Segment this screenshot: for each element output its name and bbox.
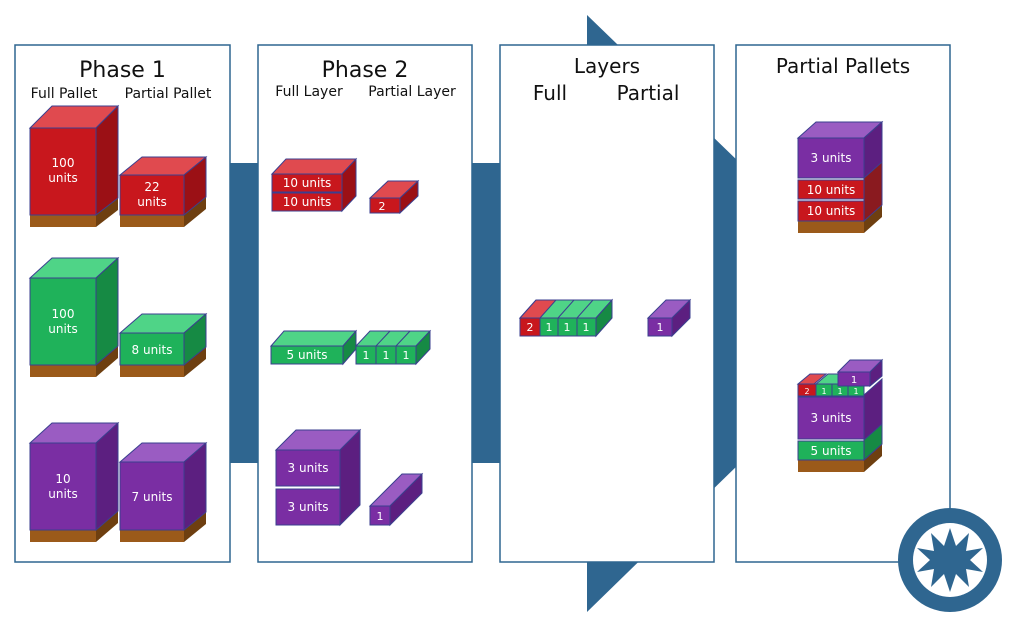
red-partial-layer bbox=[368, 179, 420, 215]
p2-red-layer-1: 10 units bbox=[283, 176, 332, 190]
pp2-top-green-2: 1 bbox=[837, 387, 842, 396]
p2-green-layer: 5 units bbox=[287, 348, 328, 362]
layers-partial-label: Partial bbox=[616, 81, 680, 105]
purple-full-pallet bbox=[28, 421, 120, 542]
phase2-title: Phase 2 bbox=[321, 58, 409, 83]
p2-purple-layer-2: 3 units bbox=[288, 500, 329, 514]
pp1-purple: 3 units bbox=[811, 151, 852, 165]
purple-full-layers bbox=[274, 428, 362, 527]
phase1-full-label: Full Pallet bbox=[30, 86, 98, 102]
pp2-purple: 3 units bbox=[811, 411, 852, 425]
p2-purple-partial: 1 bbox=[377, 510, 384, 523]
green-partial-label: 8 units bbox=[132, 343, 173, 357]
partial-pallet-stack-1 bbox=[796, 120, 884, 233]
green-partial-layer bbox=[354, 329, 432, 366]
pp2-green: 5 units bbox=[811, 444, 852, 458]
layers-full-label: Full bbox=[532, 81, 568, 105]
star-compass-icon bbox=[898, 508, 1002, 612]
p2-green-partial-1: 1 bbox=[363, 349, 370, 362]
layers-title: Layers bbox=[573, 54, 641, 78]
layers-full-row bbox=[518, 298, 614, 338]
p2-green-partial-3: 1 bbox=[403, 349, 410, 362]
purple-full-label-line2: units bbox=[48, 487, 78, 501]
phase2-partial-label: Partial Layer bbox=[368, 84, 456, 100]
green-partial-pallet bbox=[118, 312, 208, 377]
red-full-label-line1: 100 bbox=[52, 156, 75, 170]
purple-partial-label: 7 units bbox=[132, 490, 173, 504]
p2-red-layer-2: 10 units bbox=[283, 195, 332, 209]
layers-partial-cell-label: 1 bbox=[657, 321, 664, 334]
red-full-pallet bbox=[28, 104, 120, 227]
red-partial-pallet bbox=[118, 155, 208, 227]
green-full-label-line1: 100 bbox=[52, 307, 75, 321]
green-full-pallet bbox=[28, 256, 120, 377]
layers-cell-4: 1 bbox=[583, 321, 590, 334]
p2-purple-layer-1: 3 units bbox=[288, 461, 329, 475]
phase1-title: Phase 1 bbox=[79, 58, 166, 83]
purple-full-label-line1: 10 bbox=[55, 472, 70, 486]
pp1-red-1: 10 units bbox=[807, 183, 856, 197]
pp2-top-green-3: 1 bbox=[853, 387, 858, 396]
partial-pallets-title: Partial Pallets bbox=[775, 54, 911, 78]
pp2-top-green-1: 1 bbox=[821, 387, 826, 396]
green-full-label-line2: units bbox=[48, 322, 78, 336]
red-full-layers bbox=[270, 157, 358, 213]
p2-green-partial-2: 1 bbox=[383, 349, 390, 362]
box-labels: 100 units 22 units 100 units 8 units 10 … bbox=[48, 151, 858, 523]
purple-partial-layer bbox=[368, 472, 424, 527]
layers-cell-1: 2 bbox=[527, 321, 534, 334]
phase1-partial-label: Partial Pallet bbox=[124, 86, 212, 102]
pp1-red-2: 10 units bbox=[807, 204, 856, 218]
phase2-full-label: Full Layer bbox=[275, 84, 343, 100]
layers-cell-2: 1 bbox=[546, 321, 553, 334]
p2-red-partial: 2 bbox=[379, 200, 386, 213]
layers-partial-cell bbox=[646, 298, 692, 338]
purple-partial-pallet bbox=[118, 441, 208, 542]
red-partial-label-line1: 22 bbox=[144, 180, 159, 194]
partial-pallet-stack-2 bbox=[796, 358, 884, 472]
layers-cell-3: 1 bbox=[564, 321, 571, 334]
red-partial-label-line2: units bbox=[137, 195, 167, 209]
pp2-top-red: 2 bbox=[804, 387, 809, 396]
pp2-top-purple: 1 bbox=[851, 375, 857, 386]
red-full-label-line2: units bbox=[48, 171, 78, 185]
